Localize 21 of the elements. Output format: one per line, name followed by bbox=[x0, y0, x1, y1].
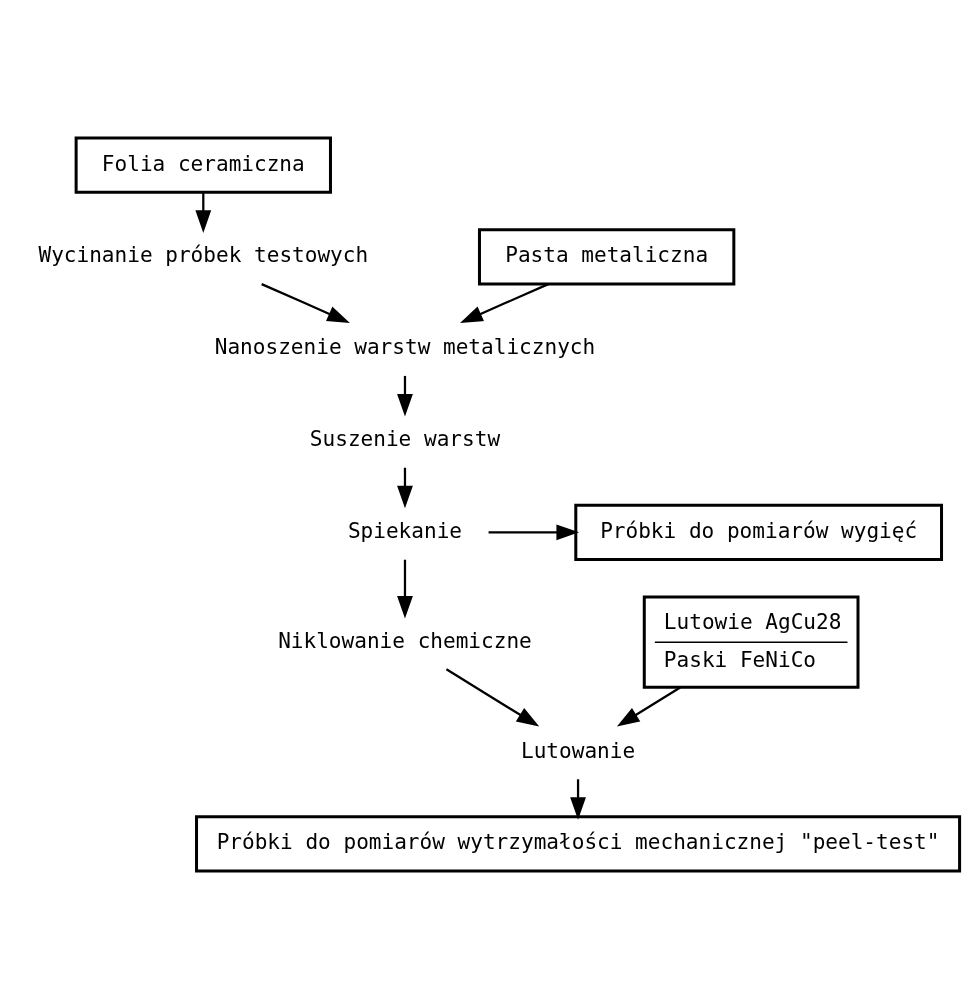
node-text: Spiekanie bbox=[347, 517, 463, 543]
arrow bbox=[488, 523, 580, 540]
arrow bbox=[616, 686, 681, 727]
node-box: Pasta metaliczna bbox=[477, 227, 736, 285]
node-box: Próbki do pomiarów wygięć bbox=[574, 503, 944, 561]
node-text: Suszenie warstw bbox=[309, 425, 501, 451]
arrow bbox=[397, 467, 413, 508]
arrow bbox=[460, 282, 549, 323]
arrow bbox=[397, 559, 413, 618]
node-text: Niklowanie chemiczne bbox=[278, 627, 532, 653]
arrow bbox=[397, 375, 413, 416]
arrow bbox=[445, 667, 540, 727]
node-box: Lutowie AgCu28 Paski FeNiCo bbox=[642, 595, 860, 689]
arrow bbox=[195, 191, 212, 233]
arrow bbox=[261, 282, 350, 323]
node-box: Folia ceramiczna bbox=[74, 136, 332, 194]
node-text: Lutowanie bbox=[520, 737, 636, 763]
arrow bbox=[570, 778, 586, 820]
node-box: Próbki do pomiarów wytrzymałości mechanicznej "peel-test" bbox=[195, 814, 962, 872]
node-text: Wycinanie próbek testowych bbox=[38, 241, 369, 267]
node-text: Nanoszenie warstw metalicznych bbox=[214, 333, 596, 359]
